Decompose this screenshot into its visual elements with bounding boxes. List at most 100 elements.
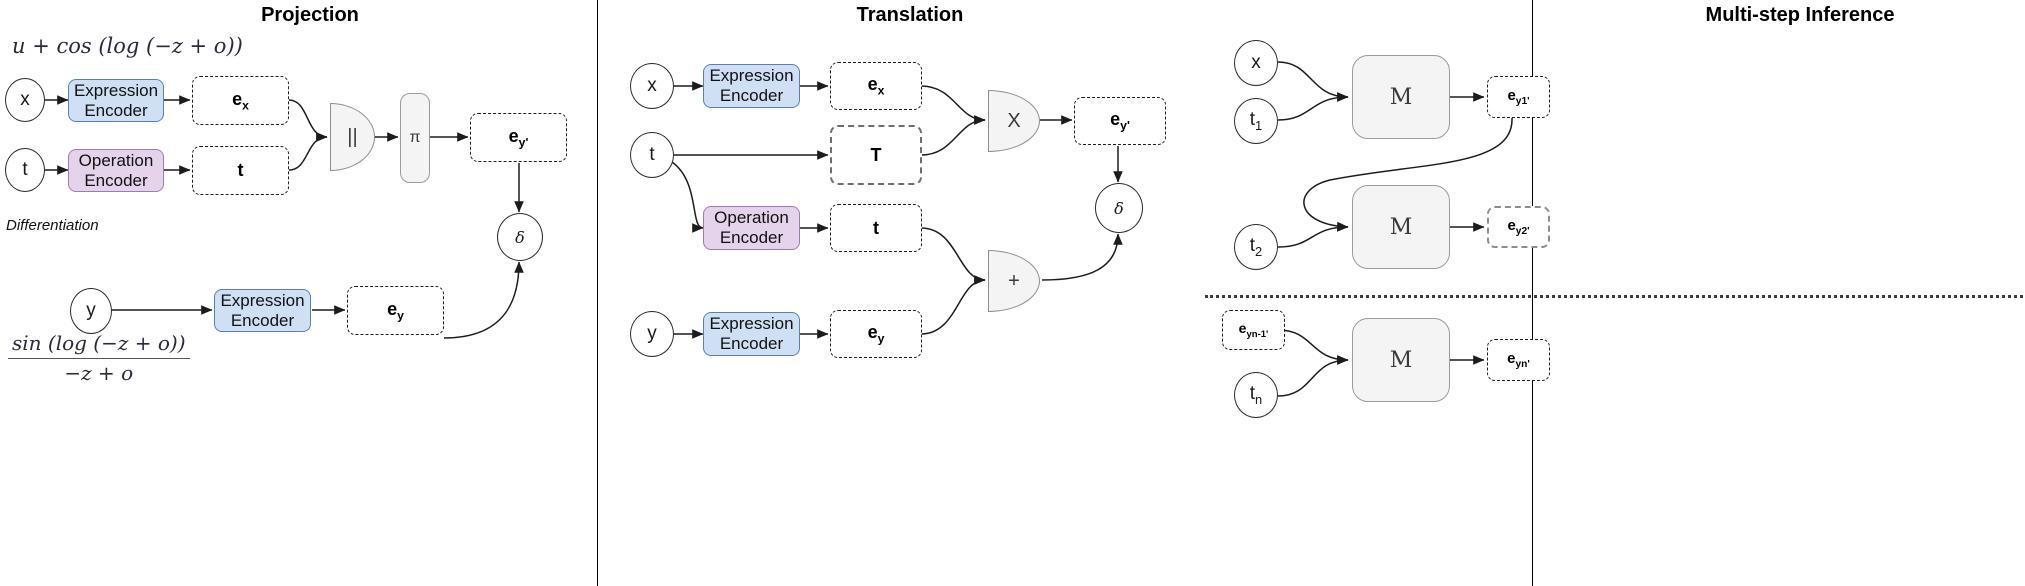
translation-emb-y: ey xyxy=(830,310,922,358)
translation-emb-t: t xyxy=(830,204,922,252)
translation-multiply-gate: X xyxy=(988,90,1040,152)
inference-input-x: x xyxy=(1234,40,1278,86)
inference-model-2: M xyxy=(1352,185,1450,269)
panel-divider-2 xyxy=(1532,0,1533,586)
inference-output-ey2-sub: y2' xyxy=(1515,226,1530,237)
projection-operation-encoder-label: Operation Encoder xyxy=(78,150,154,190)
inference-input-t2-sub: 2 xyxy=(1255,243,1263,259)
projection-emb-x-sub: x xyxy=(242,98,249,113)
projection-delta-label: δ xyxy=(515,227,525,247)
inference-section-separator xyxy=(1205,295,2023,298)
inference-input-tn: tn xyxy=(1234,372,1278,418)
translation-expression-encoder-x-label: Expression Encoder xyxy=(709,66,794,105)
translation-expression-encoder-y: Expression Encoder xyxy=(703,312,800,356)
projection-input-x: x xyxy=(5,78,45,122)
inference-input-t2-label: t xyxy=(1249,235,1256,257)
translation-add-gate-label: + xyxy=(1008,269,1020,292)
projection-operation-encoder: Operation Encoder xyxy=(68,149,164,192)
translation-add-gate: + xyxy=(988,250,1040,312)
translation-matrix-T: T xyxy=(830,125,922,185)
projection-emb-x-label: e xyxy=(232,88,243,109)
translation-input-y-label: y xyxy=(647,323,657,344)
projection-input-t: t xyxy=(5,148,45,192)
inference-model-n-label: M xyxy=(1389,347,1413,373)
projection-formula-top: u + cos (log (−z + o)) xyxy=(12,34,243,58)
inference-output-ey1: ey1' xyxy=(1487,76,1550,118)
projection-input-t-label: t xyxy=(22,159,28,180)
inference-input-t1: t1 xyxy=(1234,98,1278,144)
projection-pi-box: π xyxy=(400,93,430,183)
translation-expression-encoder-y-label: Expression Encoder xyxy=(709,314,794,353)
projection-emb-y-label: e xyxy=(387,298,398,319)
inference-output-eyn-sub: yn' xyxy=(1515,359,1530,370)
inference-input-tn-sub: n xyxy=(1255,391,1263,407)
inference-input-t1-sub: 1 xyxy=(1255,117,1263,133)
inference-output-eyn: eyn' xyxy=(1487,339,1550,381)
projection-delta: δ xyxy=(497,213,543,261)
translation-matrix-T-label: T xyxy=(870,144,882,165)
translation-delta-label: δ xyxy=(1114,198,1124,218)
projection-expression-encoder-y: Expression Encoder xyxy=(214,289,311,332)
inference-prev-state-eyn1-sub: yn-1' xyxy=(1246,328,1269,340)
projection-input-y: y xyxy=(70,288,112,334)
projection-formula-bottom-numerator: sin (log (−z + o)) xyxy=(8,331,190,359)
panel-title-inference: Multi-step Inference xyxy=(1705,4,1895,26)
inference-input-tn-label: t xyxy=(1249,383,1256,405)
inference-input-x-label: x xyxy=(1251,52,1261,73)
inference-input-t2: t2 xyxy=(1234,224,1278,270)
translation-operation-encoder: Operation Encoder xyxy=(703,206,800,250)
projection-caption-differentiation: Differentiation xyxy=(6,217,99,234)
projection-input-x-label: x xyxy=(20,89,30,110)
translation-emb-t-label: t xyxy=(873,217,879,238)
projection-expression-encoder-y-label: Expression Encoder xyxy=(220,290,305,330)
projection-concat-gate: || xyxy=(330,103,375,171)
inference-output-ey1-sub: y1' xyxy=(1515,96,1530,107)
projection-emb-y-prime: ey' xyxy=(470,113,567,162)
translation-emb-y-sub: y xyxy=(877,331,885,346)
translation-input-t-label: t xyxy=(649,144,655,165)
translation-operation-encoder-label: Operation Encoder xyxy=(714,208,789,247)
projection-emb-y-prime-label: e xyxy=(508,125,519,146)
translation-input-y: y xyxy=(630,311,674,357)
projection-concat-gate-label: || xyxy=(347,125,358,148)
panel-divider-1 xyxy=(597,0,598,586)
inference-output-ey2: ey2' xyxy=(1487,206,1550,248)
inference-prev-state-eyn1-label: e xyxy=(1238,320,1247,337)
translation-emb-y-label: e xyxy=(867,322,878,343)
translation-multiply-gate-label: X xyxy=(1007,109,1021,132)
inference-input-t1-label: t xyxy=(1249,109,1256,131)
translation-input-x: x xyxy=(630,63,674,109)
projection-emb-y-sub: y xyxy=(397,308,404,323)
translation-emb-y-prime-sub: y' xyxy=(1120,118,1130,133)
panel-title-projection: Projection xyxy=(261,4,359,26)
translation-input-t: t xyxy=(630,132,674,178)
inference-output-ey1-label: e xyxy=(1507,87,1516,104)
projection-emb-t-label: t xyxy=(237,160,244,180)
projection-input-y-label: y xyxy=(86,300,96,321)
translation-input-x-label: x xyxy=(647,75,657,96)
inference-model-2-label: M xyxy=(1389,214,1413,240)
projection-emb-y: ey xyxy=(347,286,444,335)
translation-delta: δ xyxy=(1095,183,1143,233)
translation-expression-encoder-x: Expression Encoder xyxy=(703,64,800,108)
inference-prev-state-eyn1: eyn-1' xyxy=(1222,310,1285,350)
inference-output-ey2-label: e xyxy=(1507,217,1516,234)
projection-formula-bottom: sin (log (−z + o)) −z + o xyxy=(8,331,190,386)
translation-emb-x: ex xyxy=(830,62,922,110)
projection-emb-t: t xyxy=(192,146,289,195)
inference-model-1-label: M xyxy=(1389,84,1413,110)
projection-emb-y-prime-sub: y' xyxy=(518,135,529,150)
inference-output-eyn-label: e xyxy=(1507,350,1516,367)
projection-emb-x: ex xyxy=(192,76,289,125)
inference-model-1: M xyxy=(1352,55,1450,139)
translation-emb-y-prime: ey' xyxy=(1074,97,1166,145)
translation-emb-x-label: e xyxy=(867,74,878,95)
projection-expression-encoder: Expression Encoder xyxy=(68,79,164,122)
translation-emb-y-prime-label: e xyxy=(1110,109,1121,130)
projection-expression-encoder-label: Expression Encoder xyxy=(73,80,159,120)
projection-formula-bottom-denominator: −z + o xyxy=(64,361,134,385)
translation-emb-x-sub: x xyxy=(877,83,885,98)
inference-model-n: M xyxy=(1352,318,1450,402)
panel-title-translation: Translation xyxy=(856,4,964,26)
